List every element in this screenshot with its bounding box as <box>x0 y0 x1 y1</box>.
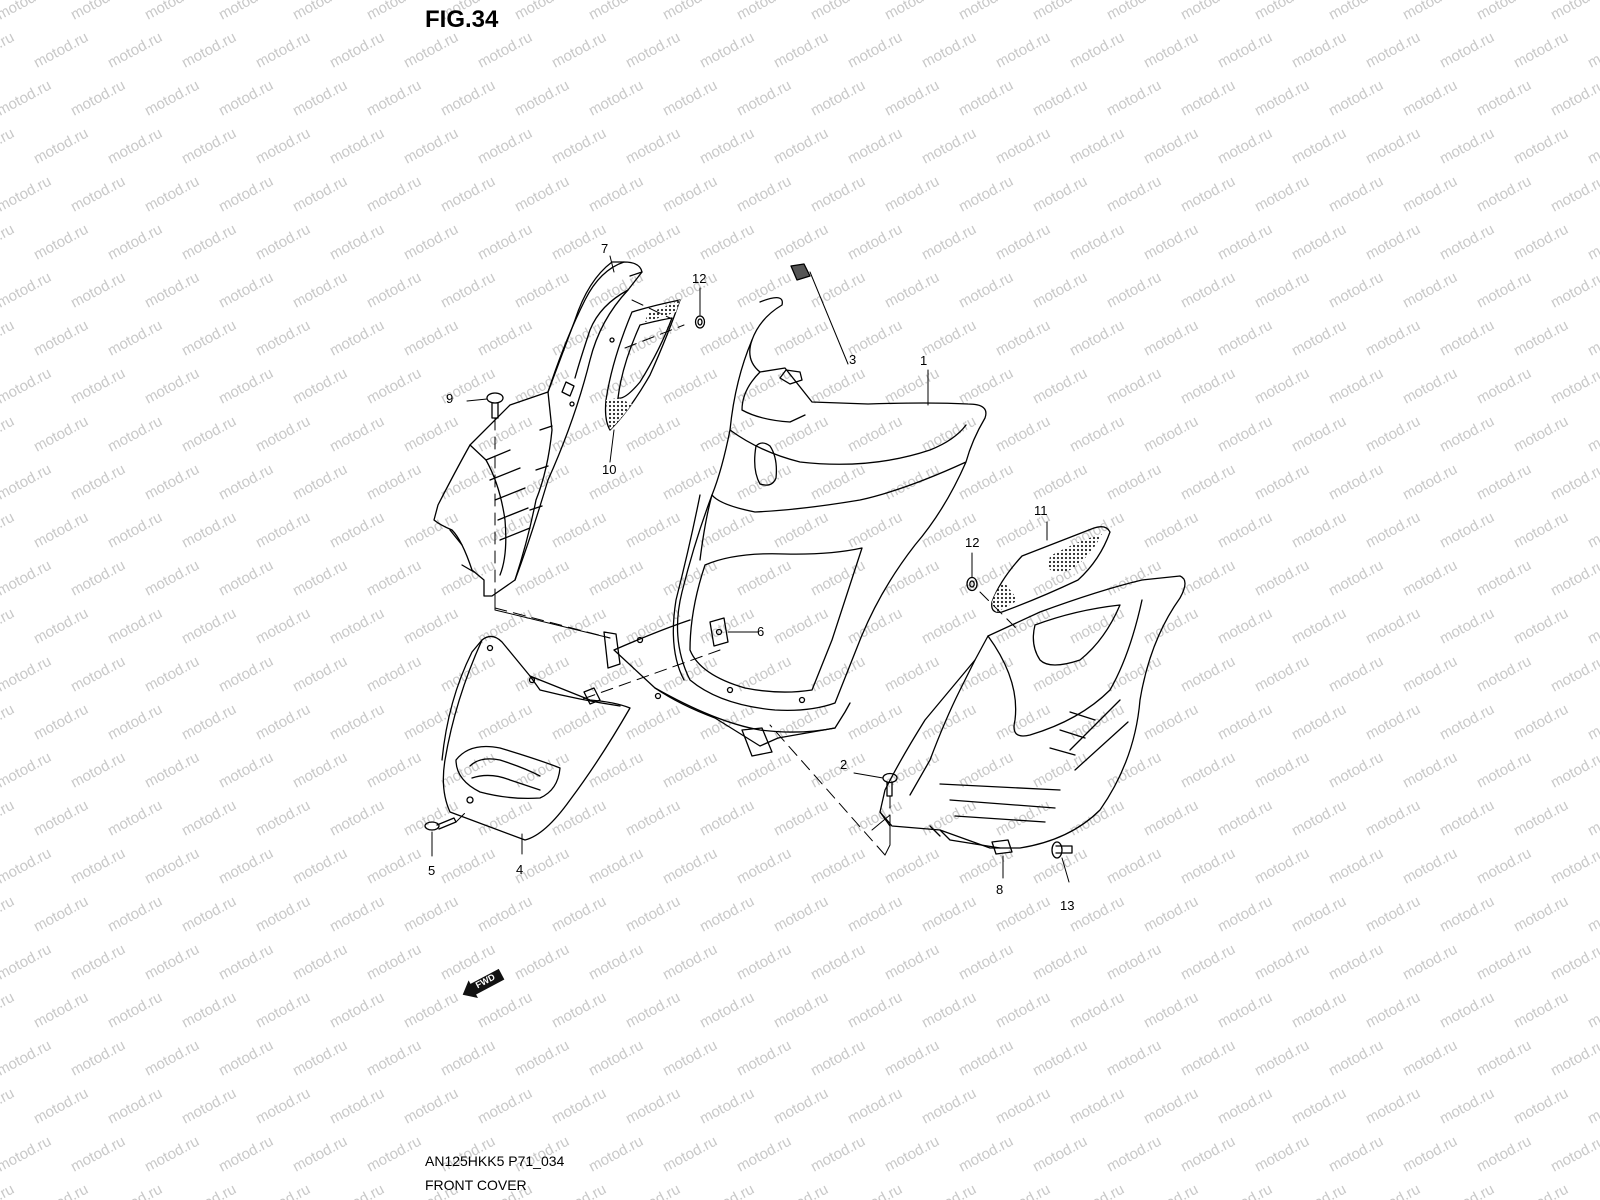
callout-10: 10 <box>602 462 617 477</box>
clip-part-6 <box>709 617 729 647</box>
grommet-part-12-left <box>694 315 706 329</box>
screw-part-5 <box>424 817 457 831</box>
fwd-arrow-icon: FWD <box>458 966 508 1002</box>
callout-12-left: 12 <box>692 271 707 286</box>
left-grille-part-10 <box>604 299 681 431</box>
assembly-solid-lines <box>494 599 891 856</box>
callout-13: 13 <box>1060 898 1075 913</box>
callout-12-right: 12 <box>965 535 980 550</box>
figure-title: FIG.34 <box>425 6 499 33</box>
callout-1: 1 <box>920 353 928 368</box>
callout-5: 5 <box>428 863 436 878</box>
callout-11: 11 <box>1034 503 1048 518</box>
callout-9: 9 <box>446 391 454 406</box>
callout-7: 7 <box>601 241 609 256</box>
right-grille-part-11 <box>991 526 1111 613</box>
model-code: AN125HKK5 P71_034 <box>425 1153 565 1169</box>
callout-4: 4 <box>516 862 524 877</box>
screw-part-2 <box>882 772 898 797</box>
figure-name: FRONT COVER <box>425 1177 527 1193</box>
callout-2: 2 <box>840 757 848 772</box>
front-leg-shield-part-1 <box>603 297 987 757</box>
lower-front-cover-part-4 <box>441 635 631 841</box>
callout-6: 6 <box>757 624 765 639</box>
right-side-cover-part-8 <box>879 575 1186 855</box>
grommet-part-12-right <box>966 576 978 592</box>
callout-3: 3 <box>849 352 857 367</box>
nut-part-3 <box>790 263 811 281</box>
screw-part-13 <box>1051 841 1073 859</box>
callout-8: 8 <box>996 882 1004 897</box>
